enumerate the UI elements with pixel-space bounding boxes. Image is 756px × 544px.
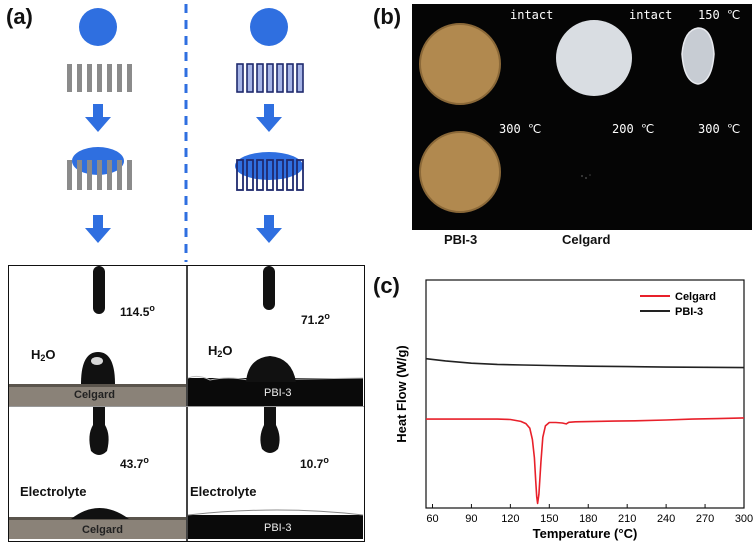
label-300-pbi3: 300 ℃ xyxy=(499,122,542,136)
label-200-celgard: 200 ℃ xyxy=(612,122,655,136)
droplet-wetted-right xyxy=(235,152,303,180)
liquid-label-2: H2O xyxy=(208,343,233,359)
panel-c-label: (c) xyxy=(373,273,400,298)
substrate-label-4: PBI-3 xyxy=(264,522,292,534)
arrow-down-left-2 xyxy=(85,215,111,243)
x-tick-label: 60 xyxy=(426,513,438,525)
fiber-row-left-1 xyxy=(67,64,132,92)
fiber-row-right-1 xyxy=(236,63,304,93)
photo-h2o-pbi3 xyxy=(188,266,363,406)
liquid-label-4: Electrolyte xyxy=(190,484,257,499)
contact-angle-1: 114.5o xyxy=(120,303,155,319)
droplet-right xyxy=(250,8,288,46)
substrate-label-1: Celgard xyxy=(74,389,115,401)
x-tick-label: 210 xyxy=(618,513,636,525)
liquid-label-3: Electrolyte xyxy=(20,484,87,499)
panel-b-label: (b) xyxy=(373,4,402,29)
caption-pbi3: PBI-3 xyxy=(444,232,478,247)
label-intact-celgard: intact xyxy=(629,8,673,22)
legend-label-pbi3: PBI-3 xyxy=(675,306,703,318)
plot-frame xyxy=(425,279,745,509)
photo-h2o-celgard xyxy=(9,266,186,406)
series-layer xyxy=(425,357,745,505)
series-line-celgard xyxy=(426,417,745,505)
schematic-left xyxy=(67,8,132,243)
x-tick-label: 120 xyxy=(501,513,519,525)
thermal-photo-graphics xyxy=(419,20,715,213)
pbi3-300-disc xyxy=(420,132,500,212)
x-tick-label: 240 xyxy=(657,513,675,525)
x-axis-ticks: 60 90 120 150 180 210 240 270 300 xyxy=(426,504,753,525)
x-axis-label: Temperature (°C) xyxy=(533,526,638,541)
x-tick-label: 270 xyxy=(696,513,714,525)
x-tick-label: 150 xyxy=(540,513,558,525)
legend: Celgard PBI-3 xyxy=(640,291,716,318)
label-300-celgard: 300 ℃ xyxy=(698,122,741,136)
y-axis-label: Heat Flow (W/g) xyxy=(394,345,409,443)
photo-electrolyte-pbi3 xyxy=(188,407,363,539)
fiber-row-left-2 xyxy=(67,160,132,190)
droplet-left xyxy=(79,8,117,46)
arrow-down-left-1 xyxy=(85,104,111,132)
panel-a-divider xyxy=(184,4,188,262)
celgard-200-residue xyxy=(581,174,591,179)
contact-angle-4: 10.7o xyxy=(300,455,329,471)
contact-angle-2: 71.2o xyxy=(301,311,330,327)
x-tick-label: 180 xyxy=(579,513,597,525)
x-tick-label: 300 xyxy=(735,513,753,525)
celgard-150-shrunk xyxy=(681,27,715,85)
substrate-label-3: Celgard xyxy=(82,524,123,536)
arrow-down-right-1 xyxy=(256,104,282,132)
label-intact-pbi3: intact xyxy=(510,8,554,22)
caption-celgard: Celgard xyxy=(562,232,611,247)
arrow-down-right-2 xyxy=(256,215,282,243)
series-line-pbi-3 xyxy=(425,357,745,369)
panel-a-label: (a) xyxy=(6,4,33,29)
photo-electrolyte-celgard xyxy=(9,407,186,539)
legend-label-celgard: Celgard xyxy=(675,291,716,303)
schematic-right xyxy=(235,8,304,243)
pbi3-intact-disc xyxy=(420,24,500,104)
liquid-label-1: H2O xyxy=(31,347,56,363)
x-tick-label: 90 xyxy=(465,513,477,525)
contact-angle-3: 43.7o xyxy=(120,455,149,471)
thermal-photo: intact intact 150 ℃ 300 ℃ 200 ℃ 300 ℃ xyxy=(412,4,752,230)
celgard-intact-disc xyxy=(556,20,632,96)
fiber-row-right-2 xyxy=(236,159,304,191)
label-150-celgard: 150 ℃ xyxy=(698,8,741,22)
substrate-label-2: PBI-3 xyxy=(264,387,292,399)
